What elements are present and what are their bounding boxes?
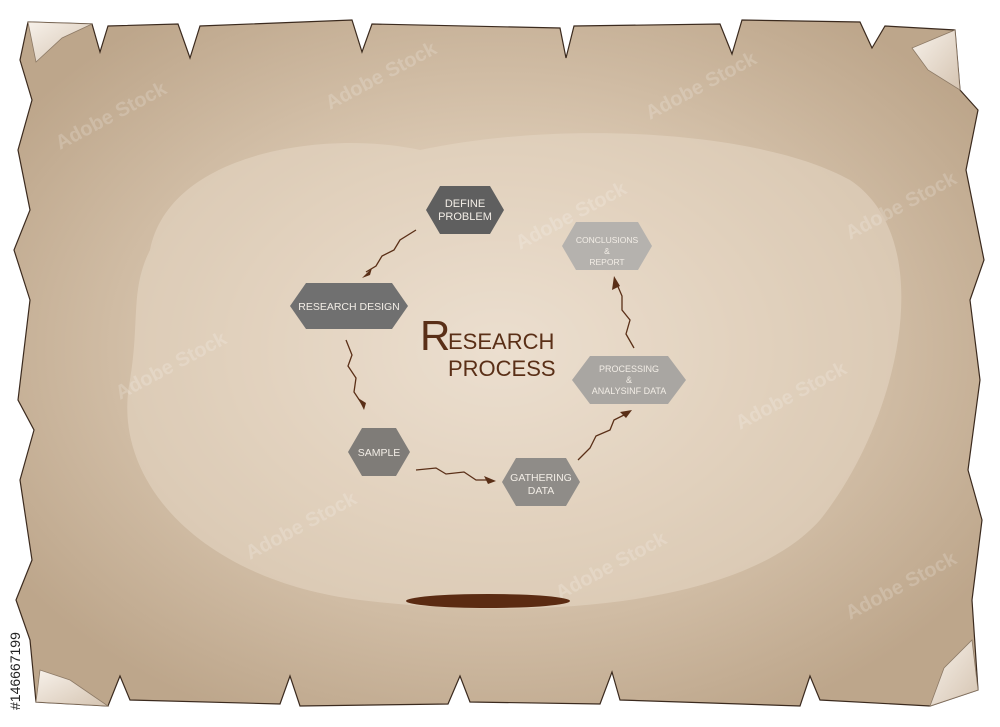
step-define-line1: DEFINE	[445, 198, 485, 210]
step-conclusions-line3: REPORT	[589, 257, 624, 267]
step-conclusions-line2: &	[604, 246, 610, 256]
connector-gathering-processing	[577, 413, 627, 461]
step-processing-line1: PROCESSING	[599, 364, 659, 374]
step-sample-line1: SAMPLE	[358, 447, 401, 459]
step-gathering-line2: DATA	[528, 485, 554, 497]
step-processing: PROCESSING & ANALYSINF DATA	[572, 356, 686, 404]
title-initial: R	[420, 312, 450, 359]
curl-top-left	[27, 21, 93, 63]
shadow-ellipse	[406, 594, 570, 608]
step-define-line2: PROBLEM	[438, 211, 492, 223]
step-conclusions-line1: CONCLUSIONS	[576, 235, 639, 245]
connector-processing-conclusions	[615, 281, 635, 349]
step-gathering-line1: GATHERING	[510, 472, 572, 484]
step-gathering: GATHERING DATA	[502, 458, 580, 506]
hexagon-gathering	[502, 458, 580, 506]
hexagon-design	[290, 283, 408, 329]
arrowhead-sample	[358, 398, 366, 410]
connector-define-design	[365, 229, 417, 273]
arrowhead-processing	[620, 410, 632, 418]
step-design: RESEARCH DESIGN	[290, 283, 408, 329]
arrowheads	[358, 268, 632, 484]
hexagon-sample	[348, 428, 410, 476]
arrowhead-gathering	[484, 476, 496, 484]
arrowhead-conclusions	[612, 276, 620, 290]
step-processing-line2: &	[626, 375, 632, 385]
step-design-line1: RESEARCH DESIGN	[298, 301, 400, 313]
title-line2: PROCESS	[448, 356, 556, 381]
center-title: R ESEARCH PROCESS	[420, 312, 556, 381]
hexagon-processing	[572, 356, 686, 404]
paper-blotch	[127, 133, 902, 609]
curl-bottom-left	[35, 669, 110, 707]
curl-bottom-right	[929, 639, 979, 707]
connector-design-sample	[345, 339, 363, 405]
step-conclusions: CONCLUSIONS & REPORT	[562, 222, 652, 270]
side-id-svg: #146667199	[7, 632, 23, 710]
step-processing-line3: ANALYSINF DATA	[592, 386, 667, 396]
hexagon-define	[426, 186, 504, 234]
step-define: DEFINE PROBLEM	[426, 186, 504, 234]
arrowhead-design	[362, 268, 372, 278]
step-sample: SAMPLE	[348, 428, 410, 476]
stock-id: #146667199	[7, 632, 23, 710]
connectors	[345, 229, 635, 481]
hexagon-conclusions	[562, 222, 652, 270]
title-line1: ESEARCH	[448, 329, 554, 354]
curl-top-right	[911, 29, 961, 91]
connector-sample-gathering	[415, 467, 490, 481]
